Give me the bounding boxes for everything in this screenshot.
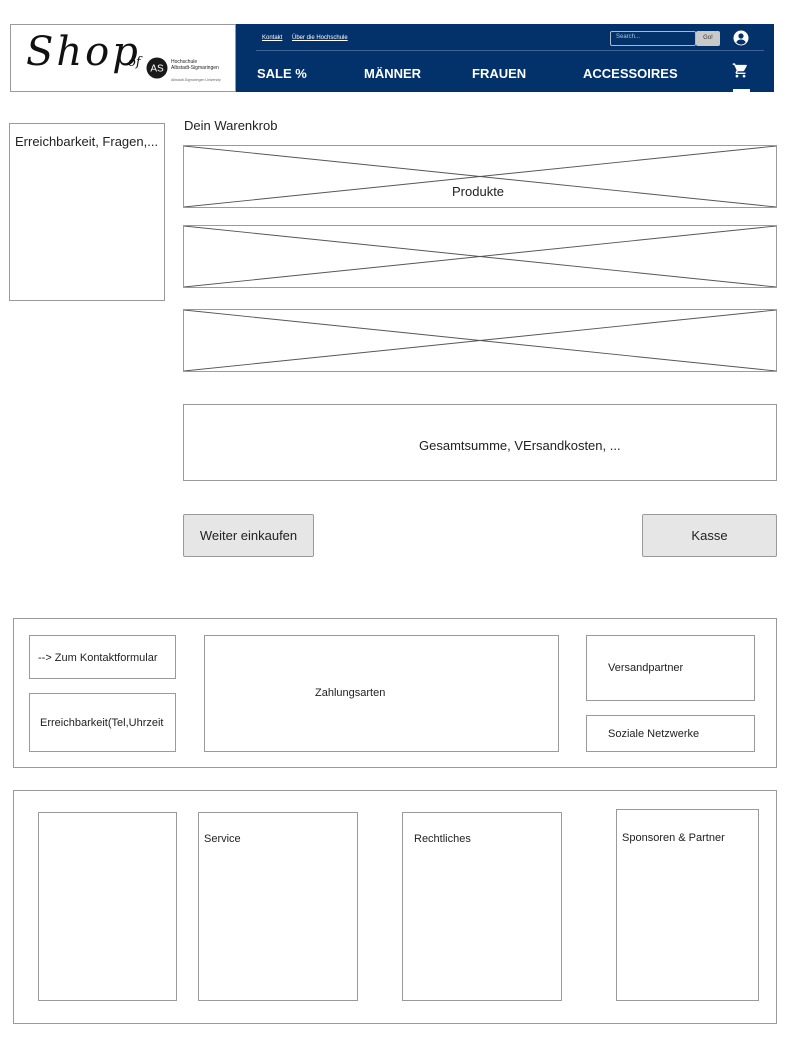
social-networks-box[interactable]: Soziale Netzwerke (586, 715, 755, 752)
shipping-partners-label: Versandpartner (608, 662, 684, 674)
social-networks-label: Soziale Netzwerke (608, 728, 700, 740)
footer-column-1 (38, 812, 177, 1001)
payment-methods-box: Zahlungsarten (204, 635, 559, 752)
logo-school-name: Hochschule Albstadt-Sigmaringen (171, 59, 219, 71)
university-emblem-icon: AS (146, 57, 168, 79)
nav-item-accessories[interactable]: ACCESSOIRES (583, 66, 678, 81)
navbar-divider (256, 50, 764, 51)
image-placeholder-icon (184, 226, 776, 287)
top-link-contact[interactable]: Kontakt (262, 35, 283, 41)
footer-info-section: --> Zum Kontaktformular Erreichbarkeit(T… (13, 618, 777, 768)
footer-column-legal: Rechtliches (402, 812, 562, 1001)
shipping-partners-box: Versandpartner (586, 635, 755, 701)
svg-text:AS: AS (150, 64, 164, 75)
logo-school-sub: Albstadt-Sigmaringen University (171, 78, 221, 82)
account-circle-icon[interactable] (733, 30, 749, 46)
payment-methods-label: Zahlungsarten (315, 687, 386, 699)
cart-title: Dein Warenkrob (184, 118, 278, 133)
product-placeholder-1: Produkte (183, 145, 777, 208)
image-placeholder-icon (184, 146, 776, 207)
reachability-box: Erreichbarkeit(Tel,Uhrzeit (29, 693, 176, 752)
footer-column-sponsors: Sponsoren & Partner (616, 809, 759, 1001)
sidebar-info-box: Erreichbarkeit, Fragen,... (9, 123, 165, 301)
search-input[interactable]: Search... (610, 31, 696, 46)
shopping-cart-icon[interactable] (732, 62, 749, 79)
product-placeholder-2 (183, 225, 777, 288)
nav-item-sale[interactable]: SALE % (257, 66, 307, 81)
product-placeholder-3 (183, 309, 777, 372)
nav-item-men[interactable]: MÄNNER (364, 66, 422, 81)
top-link-about[interactable]: Über die Hochschule (292, 35, 348, 41)
contact-form-link[interactable]: --> Zum Kontaktformular (29, 635, 176, 679)
contact-form-link-label: --> Zum Kontaktformular (38, 652, 158, 664)
cart-totals-box: Gesamtsumme, VErsandkosten, ... (183, 404, 777, 481)
search-button[interactable]: Go! (696, 31, 720, 46)
cart-totals-text: Gesamtsumme, VErsandkosten, ... (419, 438, 621, 453)
logo-shop-text: Shop (26, 29, 141, 75)
footer-column-sponsors-title: Sponsoren & Partner (622, 832, 725, 844)
main-navbar: Kontakt Über die Hochschule Search... Go… (236, 24, 774, 92)
footer-column-legal-title: Rechtliches (414, 833, 471, 845)
logo-school-line2: Albstadt-Sigmaringen (171, 65, 219, 71)
cart-active-indicator (733, 89, 750, 92)
footer-column-service: Service (198, 812, 358, 1001)
reachability-label: Erreichbarkeit(Tel,Uhrzeit (40, 717, 164, 729)
image-placeholder-icon (184, 310, 776, 371)
footer-columns-section: Service Rechtliches Sponsoren & Partner (13, 790, 777, 1024)
logo-school-line1: Hochschule (171, 59, 198, 65)
footer-column-service-title: Service (204, 833, 241, 845)
product-label: Produkte (452, 184, 505, 199)
checkout-button[interactable]: Kasse (642, 514, 777, 557)
logo-of-text: of (128, 55, 141, 70)
continue-shopping-button[interactable]: Weiter einkaufen (183, 514, 314, 557)
nav-item-women[interactable]: FRAUEN (472, 66, 527, 81)
logo[interactable]: Shop of AS Hochschule Albstadt-Sigmaring… (10, 24, 236, 92)
sidebar-text: Erreichbarkeit, Fragen,... (15, 134, 159, 149)
